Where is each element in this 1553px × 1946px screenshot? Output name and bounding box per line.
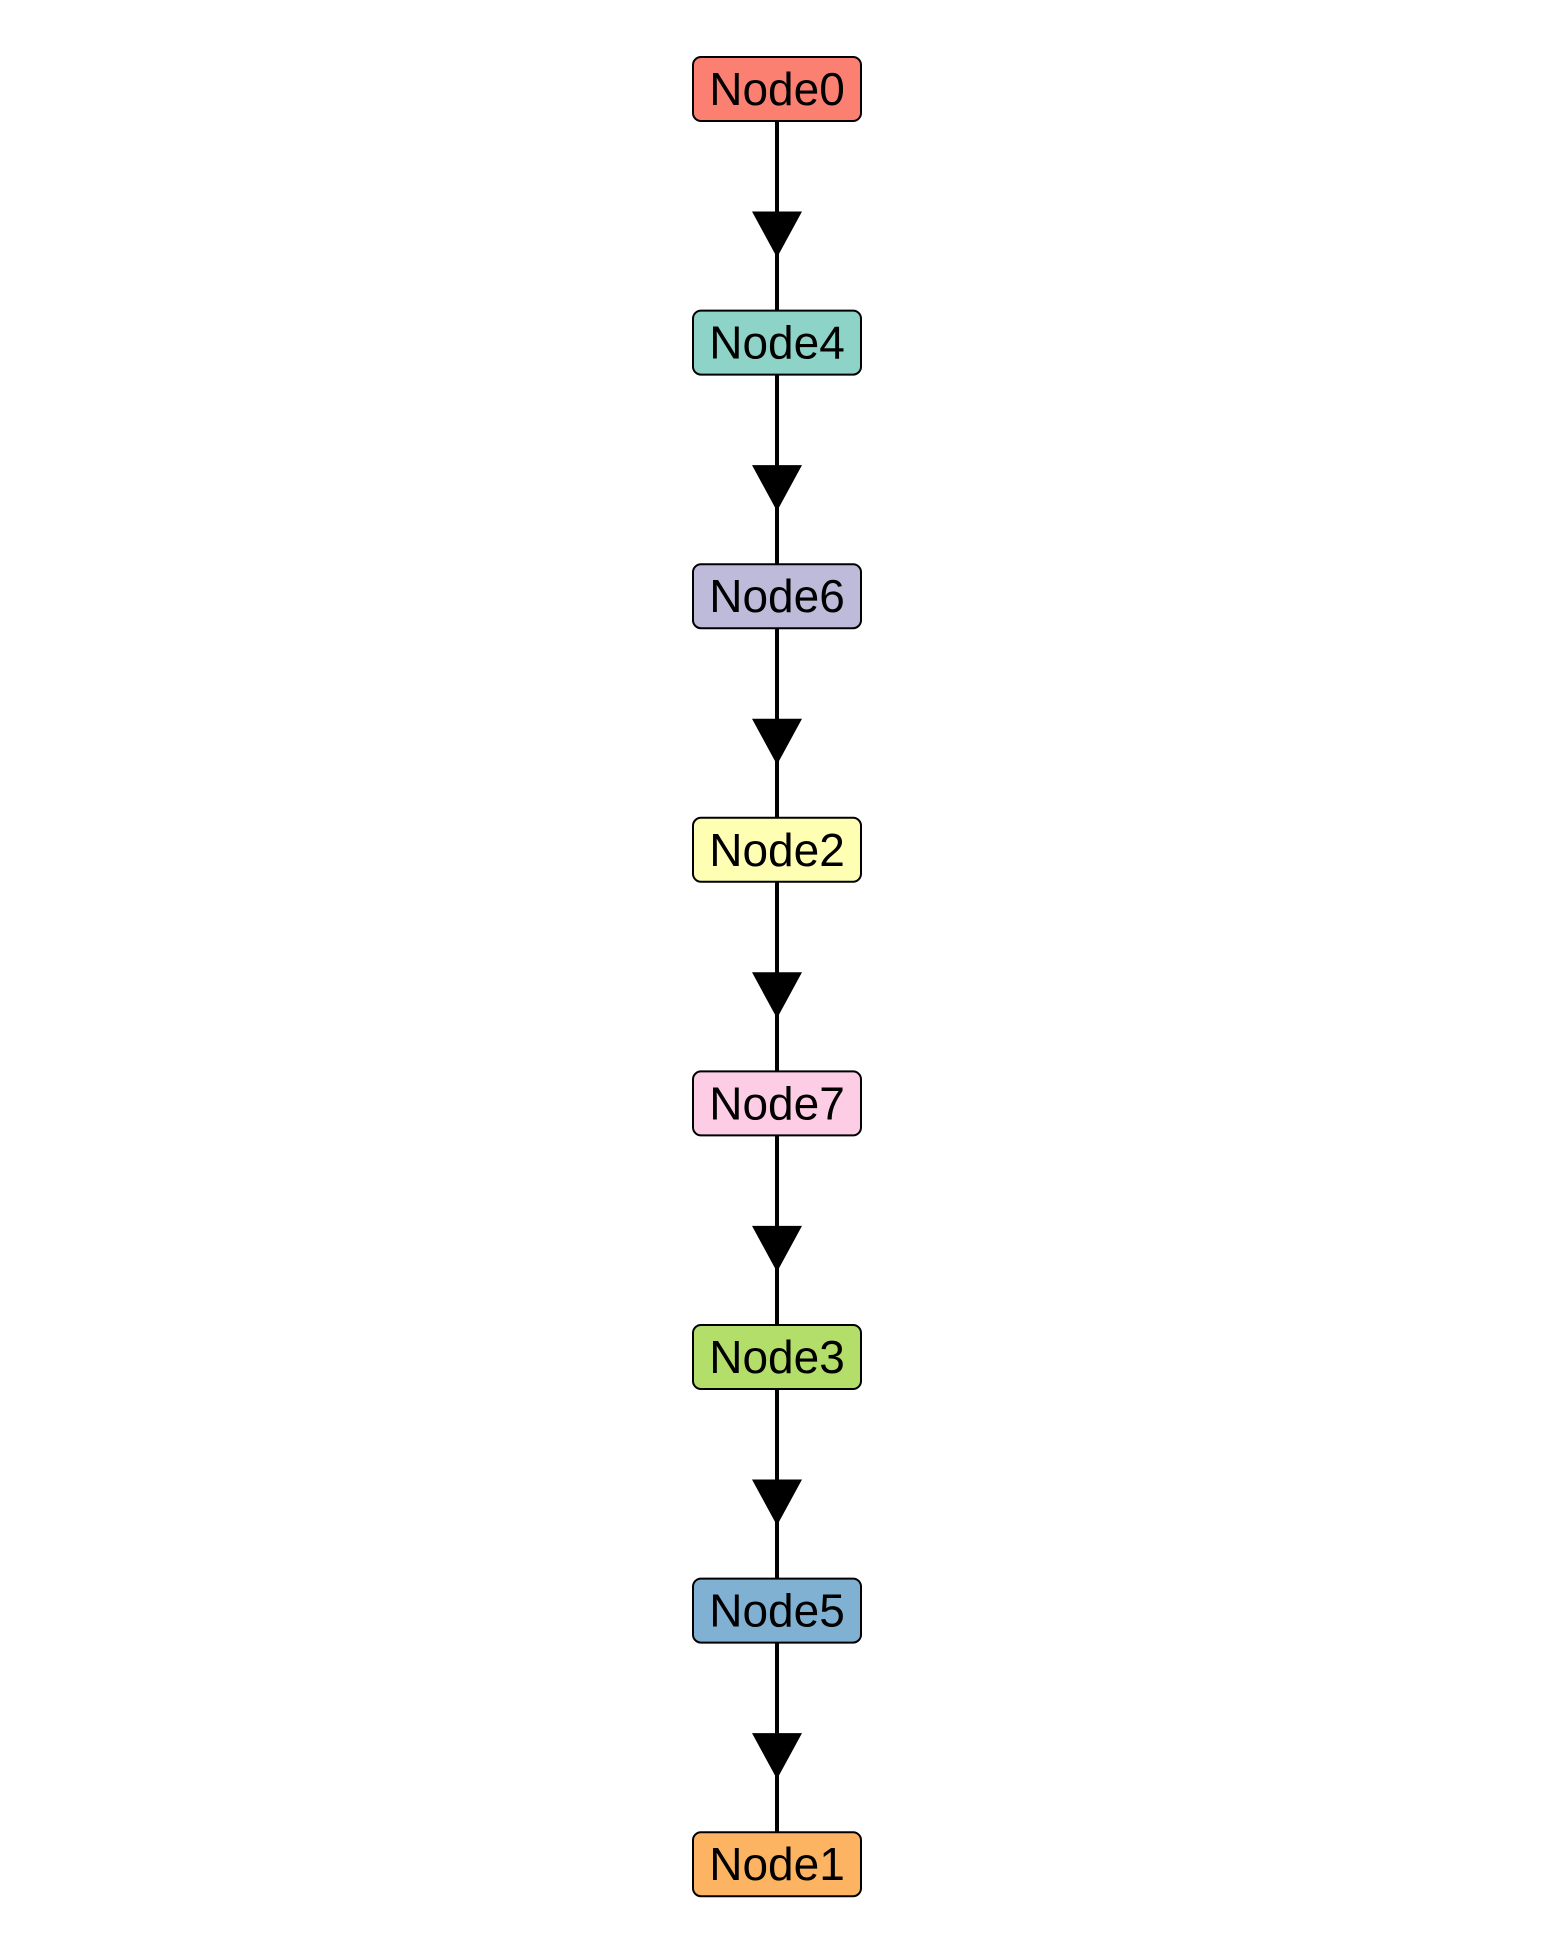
edge-node7-node3 bbox=[752, 1135, 802, 1325]
node-box bbox=[692, 1070, 862, 1137]
arrowhead-down-icon bbox=[752, 1733, 802, 1780]
edges-layer bbox=[752, 121, 802, 1833]
node-box bbox=[692, 1577, 862, 1644]
edge-node6-node2 bbox=[752, 628, 802, 818]
arrowhead-down-icon bbox=[752, 211, 802, 258]
edge-node3-node5 bbox=[752, 1389, 802, 1579]
node-box bbox=[692, 56, 862, 122]
edge-node5-node1 bbox=[752, 1642, 802, 1833]
node-node1: Node1 bbox=[692, 1831, 862, 1898]
node-label: Node2 bbox=[709, 824, 845, 876]
node-box bbox=[692, 1831, 862, 1898]
node-node4: Node4 bbox=[692, 309, 862, 376]
arrowhead-down-icon bbox=[752, 1479, 802, 1526]
node-node0: Node0 bbox=[692, 56, 862, 122]
edge-node4-node6 bbox=[752, 374, 802, 565]
node-box bbox=[692, 563, 862, 630]
node-label: Node6 bbox=[709, 570, 845, 622]
node-node5: Node5 bbox=[692, 1577, 862, 1644]
arrowhead-down-icon bbox=[752, 1225, 802, 1272]
arrowhead-down-icon bbox=[752, 465, 802, 512]
node-label: Node3 bbox=[709, 1331, 845, 1383]
edge-node0-node4 bbox=[752, 121, 802, 311]
edge-node2-node7 bbox=[752, 881, 802, 1072]
node-label: Node4 bbox=[709, 317, 845, 369]
node-node6: Node6 bbox=[692, 563, 862, 630]
node-label: Node1 bbox=[709, 1838, 845, 1890]
node-node3: Node3 bbox=[692, 1324, 862, 1390]
arrowhead-down-icon bbox=[752, 718, 802, 765]
node-node7: Node7 bbox=[692, 1070, 862, 1137]
node-label: Node5 bbox=[709, 1585, 845, 1637]
arrowhead-down-icon bbox=[752, 972, 802, 1019]
node-box bbox=[692, 1324, 862, 1390]
node-node2: Node2 bbox=[692, 816, 862, 883]
node-box bbox=[692, 816, 862, 883]
node-label: Node7 bbox=[709, 1077, 845, 1129]
node-label: Node0 bbox=[709, 63, 845, 115]
node-box bbox=[692, 309, 862, 376]
